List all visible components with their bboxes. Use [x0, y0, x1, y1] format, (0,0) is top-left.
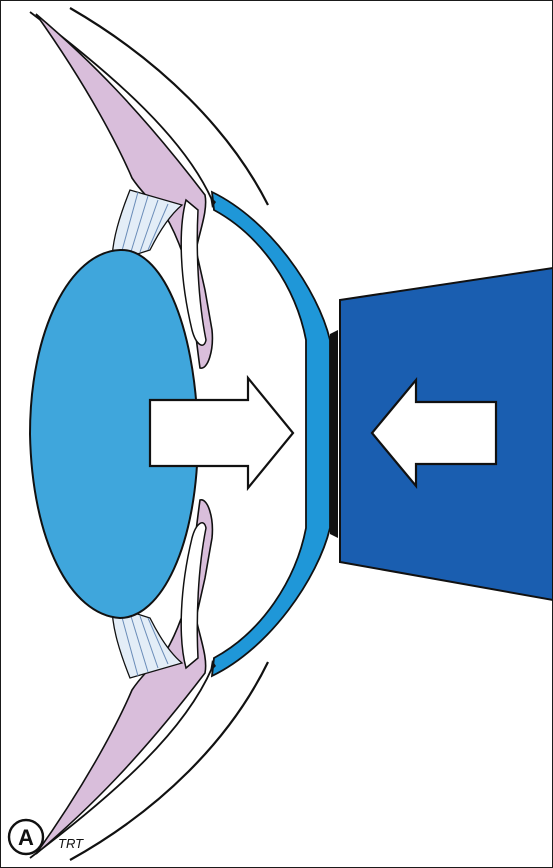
- artist-signature-text: TRT: [58, 836, 84, 851]
- panel-label-badge: A: [9, 820, 43, 854]
- artist-signature: TRT: [58, 836, 84, 851]
- contact-tear-film: [330, 330, 338, 538]
- panel-label: A: [18, 825, 34, 850]
